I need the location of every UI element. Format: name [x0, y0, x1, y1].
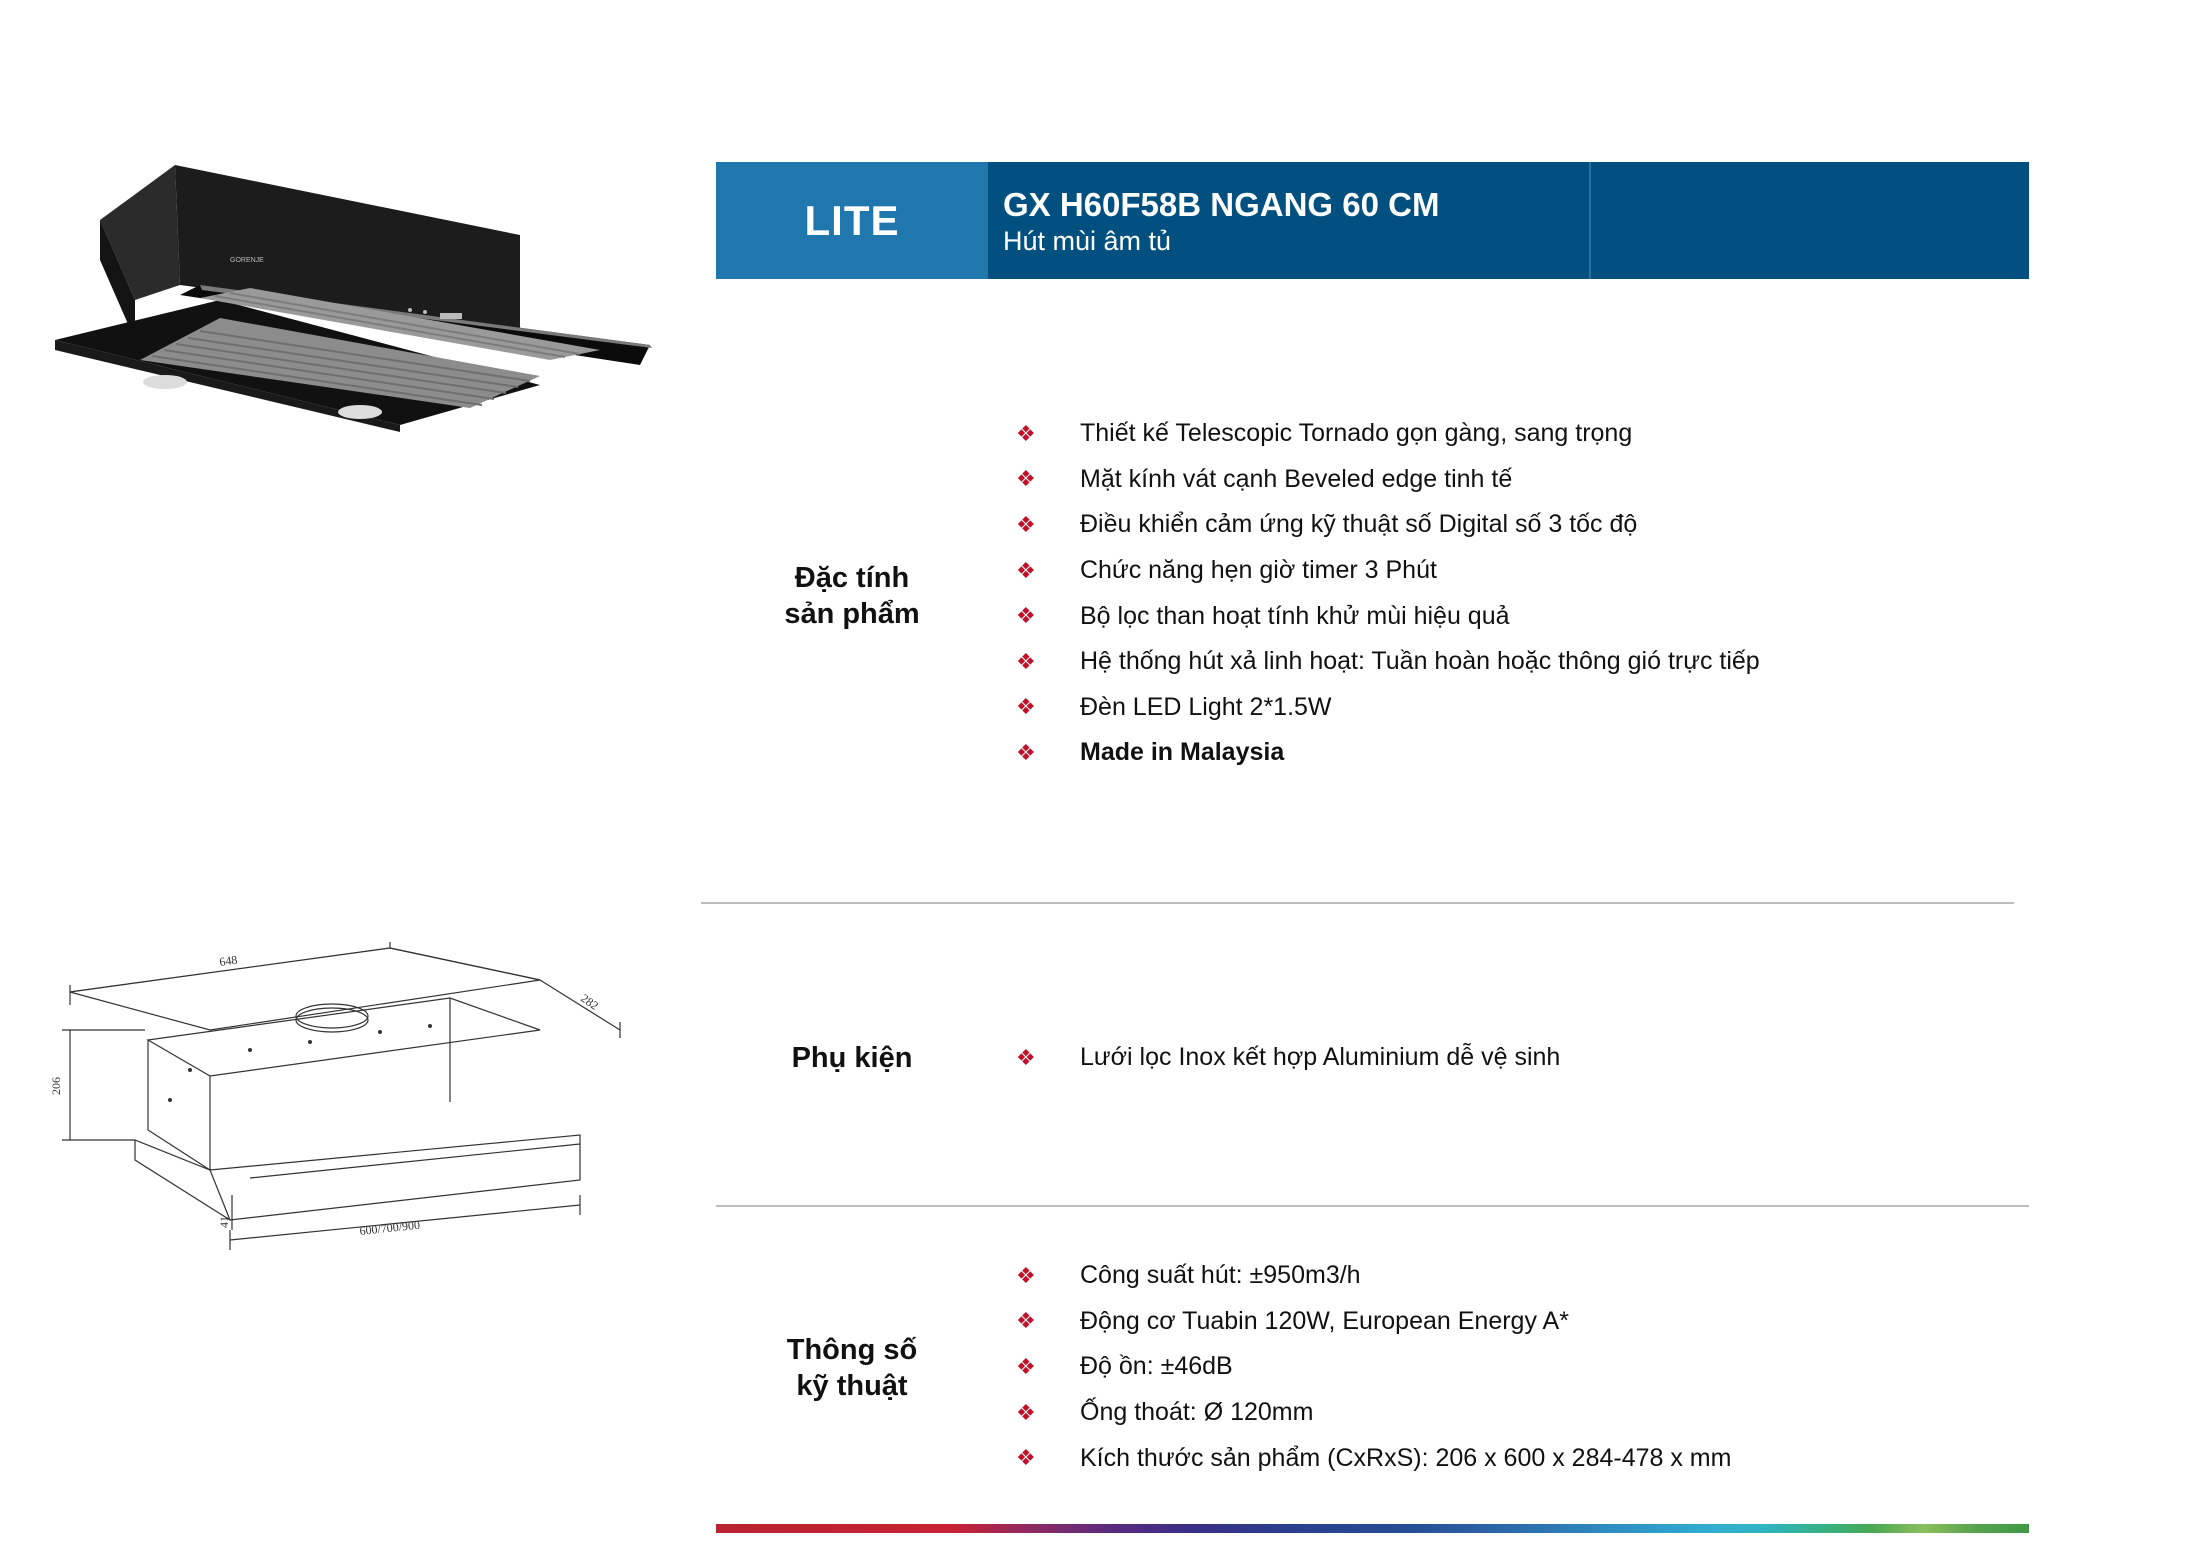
list-item: ❖Hệ thống hút xả linh hoạt: Tuần hoàn ho…	[1016, 647, 1760, 676]
series-badge: LITE	[716, 162, 988, 279]
list-item: ❖Thiết kế Telescopic Tornado gọn gàng, s…	[1016, 419, 1633, 448]
model-subtitle: Hút mùi âm tủ	[1003, 225, 1172, 256]
four-diamond-bullet-icon: ❖	[1016, 420, 1036, 446]
four-diamond-bullet-icon: ❖	[1016, 557, 1036, 583]
four-diamond-bullet-icon: ❖	[1016, 648, 1036, 674]
dim-depth-label: 282	[578, 991, 601, 1013]
bottom-gradient-bar	[716, 1524, 2029, 1533]
model-title-block: GX H60F58B NGANG 60 CM Hút mùi âm tủ	[988, 162, 1591, 279]
list-item: ❖Đèn LED Light 2*1.5W	[1016, 692, 1332, 721]
list-item: ❖Lưới lọc Inox kết hợp Aluminium dễ vệ s…	[1016, 1043, 1561, 1072]
four-diamond-bullet-icon: ❖	[1016, 739, 1036, 765]
list-item: ❖Điều khiển cảm ứng kỹ thuật số Digital …	[1016, 510, 1638, 539]
four-diamond-bullet-icon: ❖	[1016, 1445, 1036, 1471]
list-item: ❖Bộ lọc than hoạt tính khử mùi hiệu quả	[1016, 601, 1510, 630]
model-name: GX H60F58B NGANG 60 CM	[1003, 185, 1440, 223]
four-diamond-bullet-icon: ❖	[1016, 1399, 1036, 1425]
specs-list: ❖Công suất hút: ±950m3/h ❖Động cơ Tuabin…	[1016, 1253, 1731, 1481]
four-diamond-bullet-icon: ❖	[1016, 466, 1036, 492]
list-item: ❖Công suất hút: ±950m3/h	[1016, 1261, 1361, 1290]
product-photo: GORENJE	[55, 165, 652, 432]
technical-drawing: 648 282 206 41 600/700/900	[50, 942, 621, 1250]
list-item: ❖Động cơ Tuabin 120W, European Energy A*	[1016, 1306, 1569, 1335]
four-diamond-bullet-icon: ❖	[1016, 694, 1036, 720]
section-divider	[701, 902, 2014, 904]
four-diamond-bullet-icon: ❖	[1016, 1353, 1036, 1379]
dim-front-label: 41	[217, 1216, 231, 1228]
dim-width-label: 648	[218, 953, 238, 969]
photo-brand-mark: GORENJE	[230, 257, 264, 264]
specs-label: Thông số kỹ thuật	[716, 1332, 988, 1404]
features-list: ❖Thiết kế Telescopic Tornado gọn gàng, s…	[1016, 411, 1760, 776]
list-item: ❖Mặt kính vát cạnh Beveled edge tinh tế	[1016, 464, 1513, 493]
accessories-list: ❖Lưới lọc Inox kết hợp Aluminium dễ vệ s…	[1016, 1035, 1560, 1081]
list-item: ❖Ống thoát: Ø 120mm	[1016, 1398, 1314, 1427]
four-diamond-bullet-icon: ❖	[1016, 1308, 1036, 1334]
features-label: Đặc tính sản phẩm	[716, 560, 988, 632]
dim-bottom-label: 600/700/900	[359, 1218, 421, 1238]
list-item: ❖Độ ồn: ±46dB	[1016, 1352, 1233, 1381]
dim-height-label: 206	[50, 1077, 63, 1095]
features-label-line1: Đặc tính	[794, 562, 910, 594]
list-item: ❖Chức năng hẹn giờ timer 3 Phút	[1016, 556, 1437, 585]
specs-label-line1: Thông số	[786, 1334, 918, 1366]
list-item: ❖Kích thước sản phẩm (CxRxS): 206 x 600 …	[1016, 1443, 1732, 1472]
four-diamond-bullet-icon: ❖	[1016, 603, 1036, 629]
accessories-label-text: Phụ kiện	[791, 1042, 913, 1074]
list-item: ❖Made in Malaysia	[1016, 738, 1285, 767]
features-label-line2: sản phẩm	[784, 598, 920, 630]
product-header: LITE GX H60F58B NGANG 60 CM Hút mùi âm t…	[716, 162, 2029, 279]
four-diamond-bullet-icon: ❖	[1016, 511, 1036, 537]
header-spacer	[1591, 162, 2029, 279]
section-divider	[716, 1205, 2029, 1207]
accessories-label: Phụ kiện	[716, 1040, 988, 1076]
four-diamond-bullet-icon: ❖	[1016, 1044, 1036, 1070]
specs-label-line2: kỹ thuật	[796, 1370, 908, 1402]
four-diamond-bullet-icon: ❖	[1016, 1262, 1036, 1288]
